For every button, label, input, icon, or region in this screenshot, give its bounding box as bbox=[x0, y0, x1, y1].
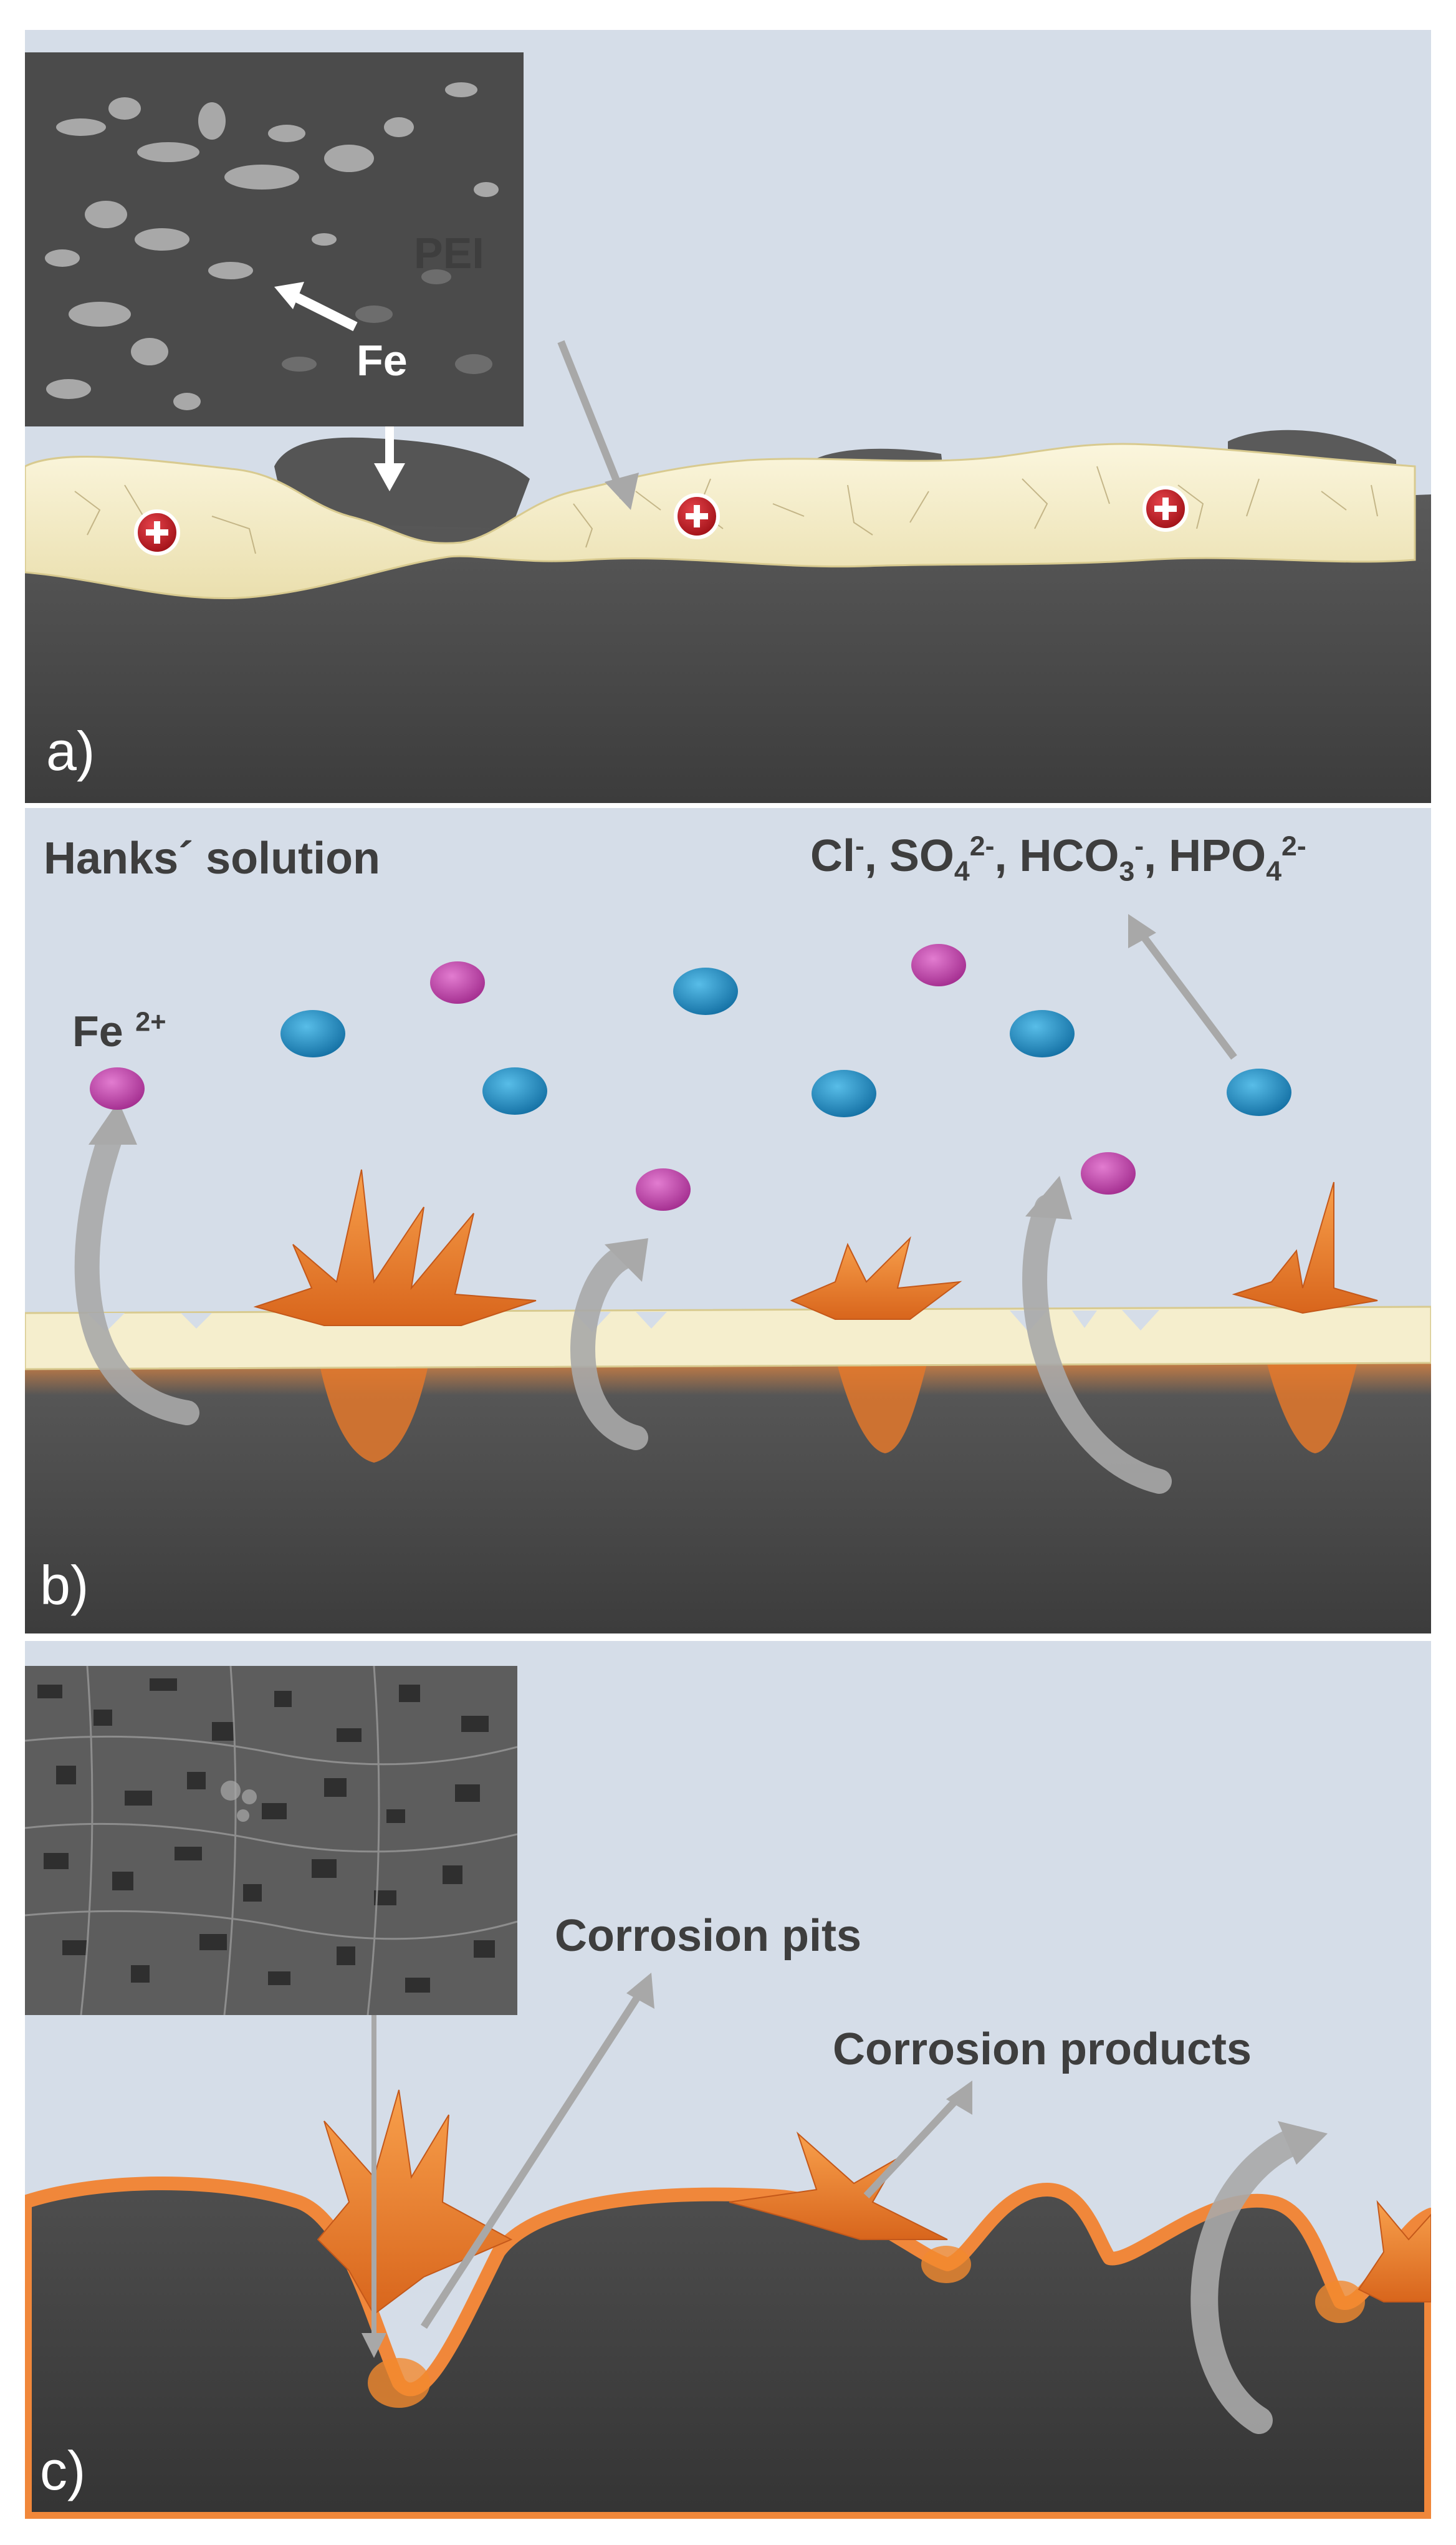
sem-image-corrosion bbox=[25, 1666, 517, 2015]
charge-marker bbox=[134, 509, 180, 556]
dissolution-arrow-head bbox=[89, 1101, 1072, 1282]
panel-a-scene bbox=[25, 340, 1431, 803]
anion-part: 2- bbox=[1281, 831, 1306, 862]
anion-part: 4 bbox=[954, 856, 970, 887]
charge-marker bbox=[1142, 486, 1189, 532]
products-arrow-head bbox=[946, 2081, 972, 2115]
pit-glow bbox=[368, 2246, 1365, 2408]
pei-coating bbox=[25, 1306, 1431, 1370]
corrosion-pit bbox=[318, 1357, 430, 1463]
dissolution-arrow-head bbox=[1278, 2121, 1328, 2165]
fe-label: Fe bbox=[357, 336, 408, 385]
anion-part: - bbox=[1134, 831, 1144, 862]
products-arrow bbox=[863, 2093, 963, 2199]
panel-letter-b: b) bbox=[40, 1554, 89, 1616]
exposed-fe-bump bbox=[274, 437, 530, 529]
substrate bbox=[25, 1357, 1431, 1633]
anion-part: , HPO bbox=[1144, 831, 1267, 881]
pei-arrow-head bbox=[605, 473, 639, 510]
anion-arrow-head bbox=[1128, 914, 1156, 948]
panel-b-scene bbox=[25, 914, 1431, 1633]
panel-a: PEI Fe a) bbox=[25, 30, 1431, 803]
corrosion-product bbox=[1232, 1181, 1378, 1314]
anion-part: - bbox=[855, 831, 865, 862]
corrosion-products-label: Corrosion products bbox=[833, 2024, 1252, 2074]
anion-part: 2- bbox=[969, 831, 995, 862]
corrosion-product bbox=[1358, 2200, 1431, 2302]
fe-ion-label-base: Fe bbox=[72, 1007, 123, 1056]
pits-arrow-head bbox=[626, 1973, 654, 2009]
panel-b: Hanks´ solution Fe 2+ Cl-, SO42-, HCO3-,… bbox=[25, 808, 1431, 1633]
corrosion-pit bbox=[1265, 1357, 1359, 1453]
anion-part: , HCO bbox=[994, 831, 1119, 881]
hanks-solution-label: Hanks´ solution bbox=[44, 834, 381, 883]
pei-cracks bbox=[74, 466, 1378, 554]
pits-arrow bbox=[420, 1988, 646, 2329]
corrosion-pits-label: Corrosion pits bbox=[555, 1911, 862, 1961]
fe-arrow-down-head bbox=[374, 463, 405, 491]
anion-part: Cl bbox=[810, 831, 855, 881]
panel-letter-c: c) bbox=[40, 2440, 86, 2501]
fe-ion-label: Fe 2+ bbox=[72, 1006, 166, 1056]
corrosion-product bbox=[253, 1169, 537, 1326]
sem-image-fe bbox=[25, 52, 524, 426]
anion-part: 4 bbox=[1266, 856, 1282, 887]
anion-part: 3 bbox=[1119, 856, 1135, 887]
corrosion-product bbox=[790, 1236, 962, 1320]
sem-inset-fe bbox=[25, 52, 524, 426]
anion-arrow bbox=[1138, 930, 1237, 1060]
pei-arrow bbox=[557, 340, 627, 499]
charge-marker bbox=[674, 493, 720, 539]
anions-label: Cl-, SO42-, HCO3-, HPO42- bbox=[810, 830, 1306, 887]
fe-ion bbox=[90, 944, 1136, 1211]
panel-c: Corrosion pits Corrosion products c) bbox=[25, 1641, 1431, 2519]
anion bbox=[280, 968, 1291, 1117]
corrosion-pit bbox=[835, 1357, 929, 1453]
panel-letter-a: a) bbox=[46, 720, 95, 782]
sem-inset-corrosion bbox=[25, 1666, 517, 2015]
sem-pointer-head bbox=[362, 2333, 386, 2358]
dissolution-arrow bbox=[1190, 2126, 1310, 2434]
pei-coating bbox=[25, 443, 1416, 600]
fe-ion-label-charge: 2+ bbox=[135, 1007, 166, 1037]
anion-part: , SO bbox=[864, 831, 954, 881]
pei-label: PEI bbox=[414, 229, 484, 277]
dissolution-arrow bbox=[74, 1120, 1172, 1494]
